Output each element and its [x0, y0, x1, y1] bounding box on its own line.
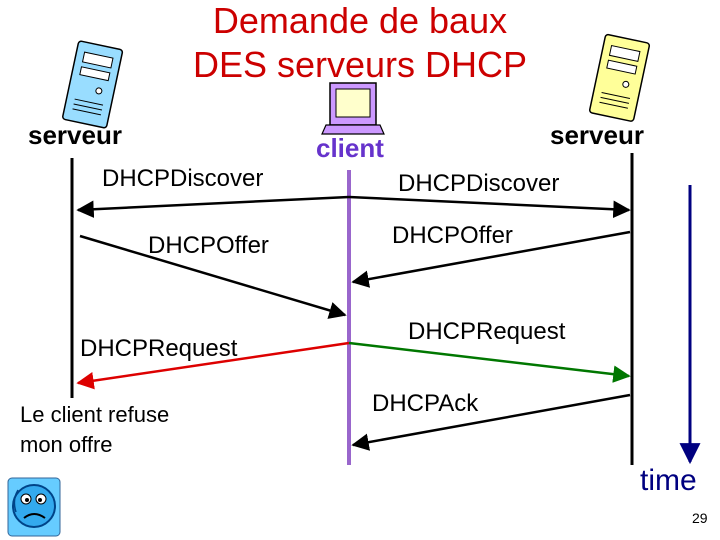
discover-arrow-to-right [348, 195, 631, 219]
offer-arrow-from-left [79, 234, 347, 319]
ack-label: DHCPAck [372, 390, 479, 417]
request-arrow-to-left [76, 341, 350, 390]
title-line-1: Demande de baux [212, 0, 508, 41]
right-server-label: serveur [550, 120, 644, 150]
discover-arrow-to-left [76, 195, 350, 218]
sad-face-icon [7, 477, 61, 537]
right-server-computer-icon [588, 33, 651, 122]
discover-right-label: DHCPDiscover [398, 170, 560, 197]
ack-arrow [351, 393, 631, 451]
client-label: client [316, 133, 384, 163]
offer-arrow-from-right [351, 230, 631, 288]
title-line-2: DES serveurs DHCP [192, 44, 528, 85]
left-server-label: serveur [28, 120, 122, 150]
request-left-label: DHCPRequest [80, 335, 238, 362]
client-computer-icon [321, 82, 385, 135]
offer-right-label: DHCPOffer [392, 222, 513, 249]
page-number: 29 [692, 510, 708, 526]
left-server-computer-icon [62, 40, 124, 129]
request-arrow-to-right [348, 341, 631, 383]
time-label: time [640, 464, 697, 497]
refuse-note: Le client refuse mon offre [20, 402, 170, 457]
offer-left-label: DHCPOffer [148, 232, 269, 259]
discover-left-label: DHCPDiscover [102, 165, 264, 192]
request-right-label: DHCPRequest [408, 318, 566, 345]
